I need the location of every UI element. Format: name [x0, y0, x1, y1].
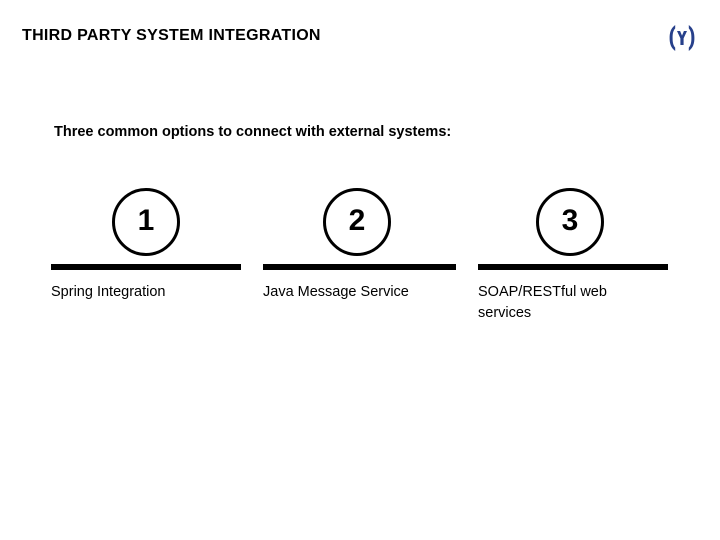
- option-divider-3: [478, 264, 668, 270]
- option-number-2: 2: [348, 204, 366, 237]
- option-circle-1: 1: [112, 188, 180, 256]
- option-divider-1: [51, 264, 241, 270]
- option-item-3: 3 SOAP/RESTful web services: [478, 188, 668, 324]
- option-number-1: 1: [137, 204, 155, 237]
- option-circle-3: 3: [536, 188, 604, 256]
- option-label-1: Spring Integration: [51, 284, 166, 300]
- subtitle-text: Three common options to connect with ext…: [54, 124, 452, 140]
- brand-logo-icon: [664, 20, 700, 56]
- option-number-3: 3: [561, 204, 579, 237]
- option-divider-2: [263, 264, 456, 270]
- option-item-1: 1 Spring Integration: [51, 188, 241, 303]
- page-title: THIRD PARTY SYSTEM INTEGRATION: [22, 27, 321, 44]
- option-label-2: Java Message Service: [263, 284, 409, 300]
- option-label-3: SOAP/RESTful web services: [478, 284, 607, 322]
- option-circle-2: 2: [323, 188, 391, 256]
- option-item-2: 2 Java Message Service: [263, 188, 456, 303]
